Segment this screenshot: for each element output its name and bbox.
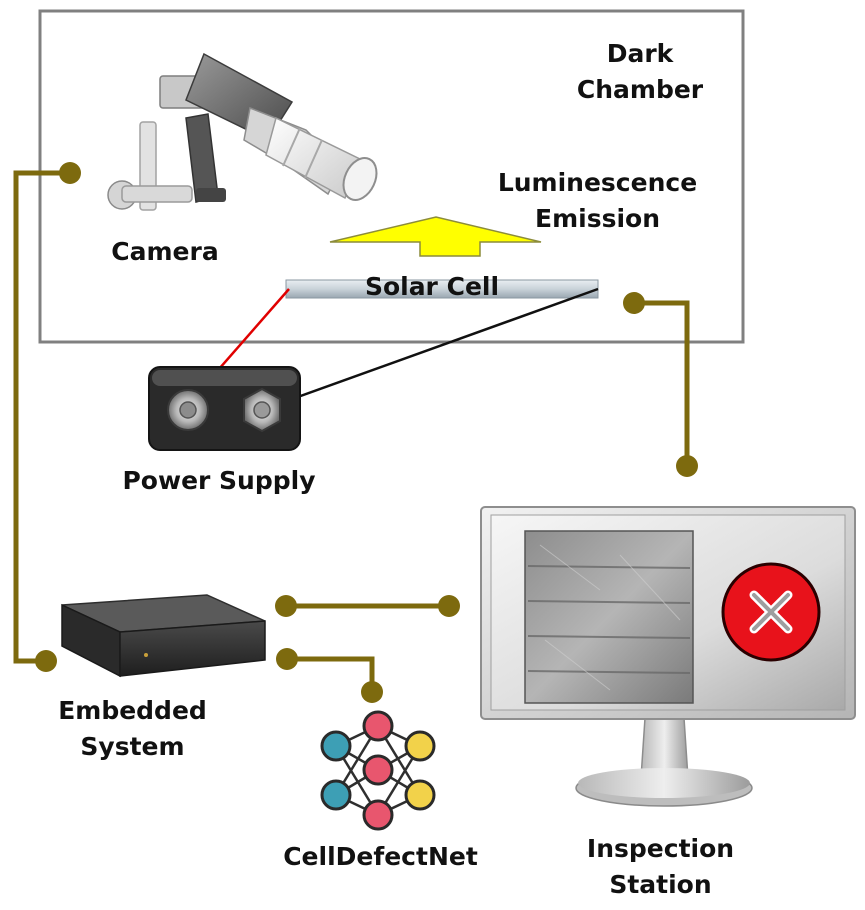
power-supply-icon xyxy=(148,366,301,451)
connector-dots xyxy=(35,162,698,703)
connector-dot xyxy=(623,292,645,314)
connector-dot xyxy=(276,648,298,670)
trace-chamber-monitor xyxy=(634,300,690,466)
hidden-node xyxy=(362,710,394,742)
monitor-icon xyxy=(480,506,856,807)
hidden-node xyxy=(362,799,394,831)
negative-wire xyxy=(255,287,599,414)
label-line: Dark xyxy=(606,39,674,68)
neural-network-icon xyxy=(320,710,436,831)
label-line: System xyxy=(80,732,185,761)
hidden-node xyxy=(362,754,394,786)
dark-chamber-label: Dark Chamber xyxy=(560,36,720,108)
inspection-station-label: Inspection Station xyxy=(568,831,753,903)
embedded-system-label: Embedded System xyxy=(40,693,225,765)
trace-camera-embedded xyxy=(13,170,70,664)
label-line: Chamber xyxy=(576,75,704,104)
connector-traces xyxy=(13,170,690,692)
luminescence-arrow xyxy=(329,216,542,257)
label-line: Embedded xyxy=(58,696,207,725)
connector-dot xyxy=(676,455,698,477)
power-supply-label: Power Supply xyxy=(122,466,316,495)
luminescence-label: Luminescence Emission xyxy=(490,165,705,237)
output-node xyxy=(404,779,436,811)
el-image-panel xyxy=(524,530,694,704)
celldefectnet-label: CellDefectNet xyxy=(283,842,478,871)
embedded-device-icon xyxy=(61,594,266,678)
input-node xyxy=(320,779,352,811)
connector-dot xyxy=(438,595,460,617)
solar-cell-label: Solar Cell xyxy=(364,272,500,301)
connector-dot xyxy=(59,162,81,184)
close-icon xyxy=(721,562,821,662)
label-line: Emission xyxy=(535,204,660,233)
camera-label: Camera xyxy=(111,237,219,266)
camera-icon xyxy=(107,52,378,211)
label-line: Inspection xyxy=(586,834,735,863)
input-node xyxy=(320,730,352,762)
connector-dot xyxy=(275,595,297,617)
trace-embedded-net xyxy=(287,656,375,692)
output-node xyxy=(404,730,436,762)
connector-dot xyxy=(35,650,57,672)
label-line: Luminescence xyxy=(497,168,698,197)
connector-dot xyxy=(361,681,383,703)
label-line: Station xyxy=(609,870,712,899)
